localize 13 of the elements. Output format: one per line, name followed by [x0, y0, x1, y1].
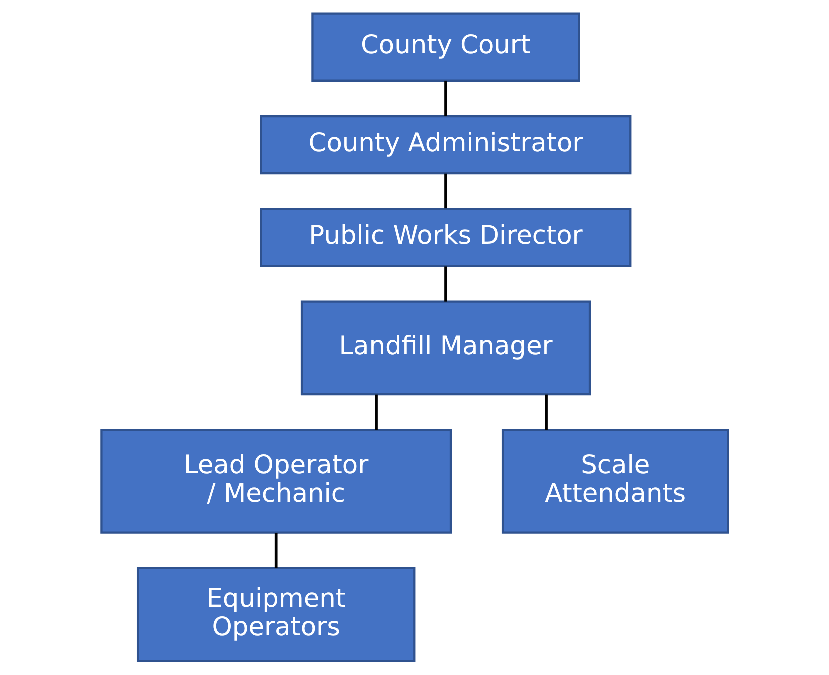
node-box: Equipment Operators: [136, 567, 416, 662]
connector: [274, 533, 278, 568]
connector: [444, 80, 447, 116]
node-box: Lead Operator / Mechanic: [100, 429, 452, 534]
node-box: Scale Attendants: [501, 429, 729, 534]
node-box: County Administrator: [260, 115, 632, 175]
node-box: Landfill Manager: [300, 300, 591, 396]
connector: [374, 394, 378, 430]
connector: [544, 394, 548, 430]
node-box: County Court: [311, 12, 580, 82]
connector: [444, 266, 447, 302]
connector: [444, 174, 447, 209]
node-box: Public Works Director: [260, 208, 632, 268]
